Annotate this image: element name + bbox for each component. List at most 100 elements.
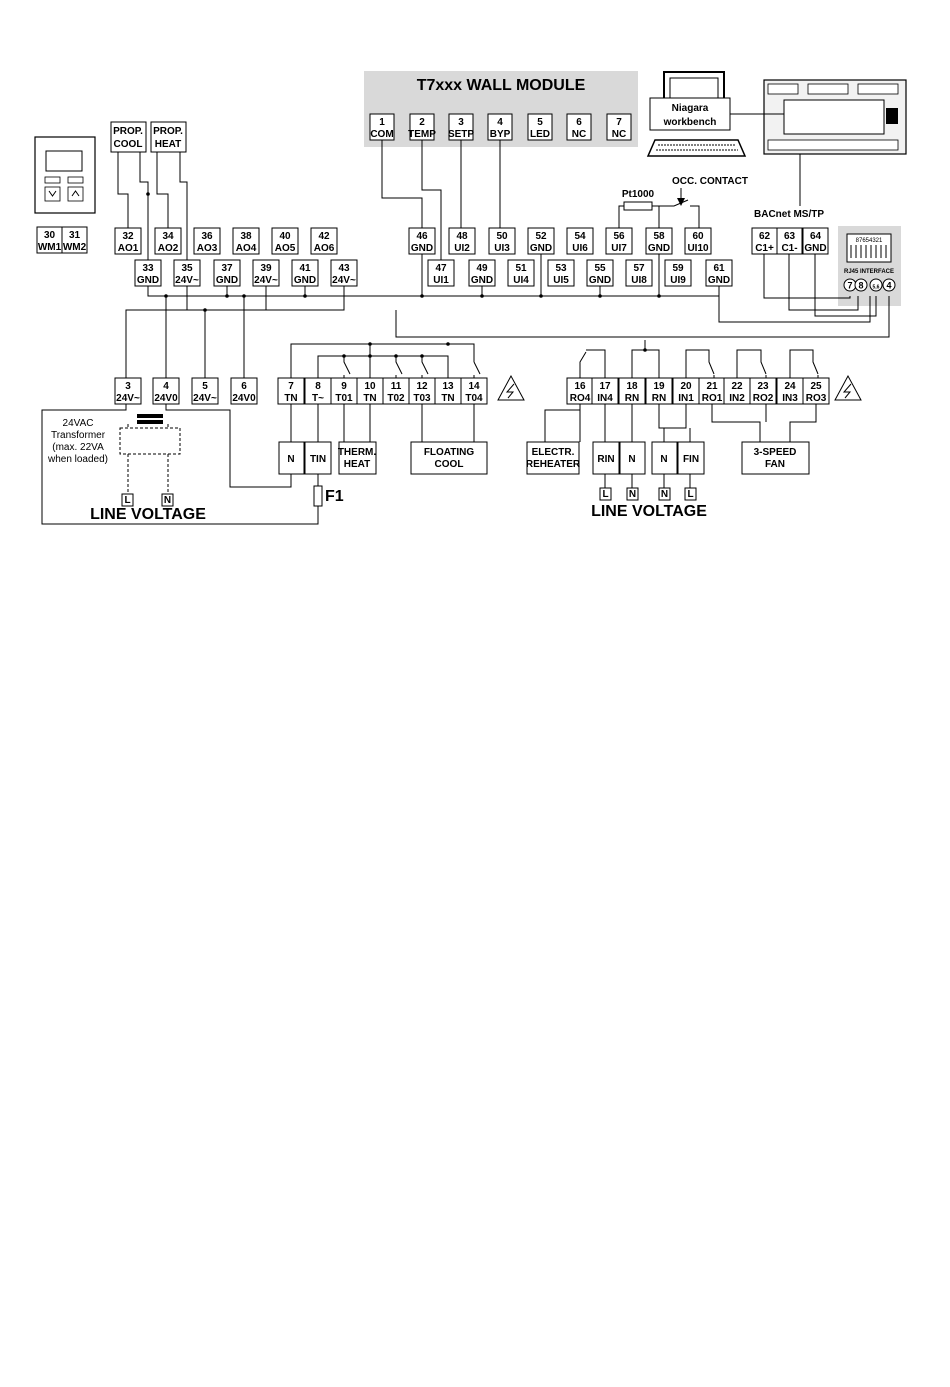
- svg-text:5: 5: [202, 381, 208, 392]
- occ-contact: OCC. CONTACT Pt1000: [618, 176, 748, 228]
- pt1000-resistor: [623, 201, 653, 211]
- wires-relay: [544, 340, 819, 488]
- svg-text:TN: TN: [363, 393, 376, 404]
- svg-text:RO3: RO3: [806, 393, 827, 404]
- svg-text:24V0: 24V0: [232, 393, 256, 404]
- svg-text:18: 18: [626, 381, 638, 392]
- svg-text:55: 55: [594, 263, 606, 274]
- svg-text:IN4: IN4: [597, 393, 613, 404]
- svg-text:UI10: UI10: [687, 243, 709, 254]
- svg-text:COOL: COOL: [114, 139, 143, 150]
- line-voltage-left: LINE VOLTAGE: [90, 506, 206, 523]
- svg-text:59: 59: [672, 263, 684, 274]
- transformer-area: 24VAC Transformer (max. 22VA when loaded…: [41, 404, 344, 525]
- svg-text:11: 11: [391, 381, 402, 392]
- svg-text:RO1: RO1: [702, 393, 723, 404]
- niagara-line2: workbench: [663, 117, 717, 128]
- svg-text:33: 33: [142, 263, 154, 274]
- svg-text:GND: GND: [589, 275, 611, 286]
- svg-text:24V~: 24V~: [175, 275, 199, 286]
- svg-text:C1+: C1+: [755, 243, 774, 254]
- svg-text:21: 21: [706, 381, 718, 392]
- svg-text:COM: COM: [370, 129, 393, 140]
- svg-text:56: 56: [613, 231, 625, 242]
- svg-text:40: 40: [279, 231, 291, 242]
- line-voltage-right: LINE VOLTAGE: [591, 503, 707, 520]
- rj45-label: RJ45 INTERFACE: [844, 269, 894, 275]
- svg-text:20: 20: [680, 381, 692, 392]
- niagara-workbench: Niagara workbench: [646, 71, 747, 157]
- svg-text:41: 41: [299, 263, 311, 274]
- left-loads: N TIN THERM. HEAT FLOATING COOL: [278, 441, 488, 475]
- warning-icon: [497, 374, 525, 401]
- svg-text:SETP: SETP: [448, 129, 474, 140]
- svg-text:UI8: UI8: [631, 275, 647, 286]
- svg-text:34: 34: [162, 231, 174, 242]
- svg-text:GND: GND: [648, 243, 670, 254]
- pt1000-label: Pt1000: [622, 189, 655, 200]
- svg-text:4: 4: [497, 117, 503, 128]
- svg-text:LED: LED: [530, 129, 550, 140]
- svg-text:64: 64: [810, 231, 822, 242]
- svg-text:GND: GND: [216, 275, 238, 286]
- wires-top: [117, 140, 890, 378]
- svg-text:IN3: IN3: [782, 393, 798, 404]
- svg-text:PROP.: PROP.: [113, 126, 143, 137]
- svg-text:16: 16: [574, 381, 586, 392]
- svg-text:49: 49: [476, 263, 488, 274]
- svg-text:GND: GND: [708, 275, 730, 286]
- wires-triac: [290, 342, 481, 442]
- svg-text:NC: NC: [572, 129, 586, 140]
- svg-text:UI6: UI6: [572, 243, 588, 254]
- svg-text:AO1: AO1: [118, 243, 139, 254]
- controller-device-icon: [730, 79, 907, 206]
- prop-cool-box: PROP. COOL: [110, 121, 147, 153]
- svg-text:FIN: FIN: [683, 454, 699, 465]
- svg-text:N: N: [661, 489, 668, 500]
- svg-text:19: 19: [653, 381, 665, 392]
- svg-text:WM1: WM1: [38, 242, 62, 253]
- bacnet-title: BACnet MS/TP: [754, 209, 824, 220]
- chevron-down-icon: [48, 190, 57, 197]
- svg-text:4: 4: [163, 381, 169, 392]
- terminal-7: 7TN: [277, 377, 305, 405]
- svg-text:UI3: UI3: [494, 243, 510, 254]
- svg-text:T04: T04: [465, 393, 483, 404]
- svg-text:UI2: UI2: [454, 243, 470, 254]
- svg-text:T03: T03: [413, 393, 431, 404]
- svg-text:36: 36: [201, 231, 213, 242]
- svg-text:6: 6: [576, 117, 582, 128]
- svg-text:3: 3: [125, 381, 131, 392]
- svg-text:24V~: 24V~: [116, 393, 140, 404]
- svg-text:3-SPEED: 3-SPEED: [754, 447, 797, 458]
- svg-text:ELECTR.: ELECTR.: [532, 447, 575, 458]
- svg-text:UI7: UI7: [611, 243, 627, 254]
- svg-text:5,6: 5,6: [873, 285, 880, 291]
- svg-text:3: 3: [458, 117, 464, 128]
- svg-text:62: 62: [759, 231, 771, 242]
